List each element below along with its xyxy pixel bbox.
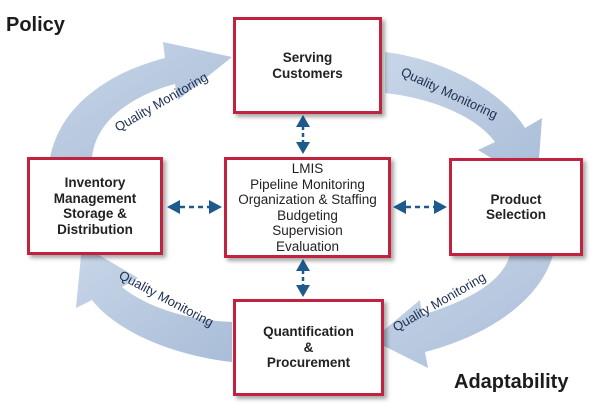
box-inventory-line-1: Inventory — [64, 175, 126, 190]
box-product-selection: Product Selection — [449, 158, 583, 256]
box-inventory-line-2: Management — [53, 190, 137, 206]
cycle-arrow-top-left — [50, 42, 232, 158]
box-quantification-procurement: Quantification & Procurement — [233, 299, 384, 396]
connector-left — [167, 200, 222, 214]
box-center-functions: LMIS Pipeline Monitoring Organization & … — [224, 157, 391, 258]
box-product-line-2: Selection — [485, 207, 547, 222]
cycle-arrow-bottom-left — [76, 245, 232, 362]
box-quant-line-2: & — [303, 339, 314, 355]
box-inventory-management: Inventory Management Storage & Distribut… — [27, 157, 163, 255]
center-item-budgeting: Budgeting — [277, 207, 338, 223]
box-quant-line-3: Procurement — [266, 355, 351, 371]
policy-label: Policy — [6, 14, 65, 36]
connector-bottom — [296, 259, 310, 297]
center-item-supervision: Supervision — [272, 223, 343, 238]
cycle-arrow-bottom-right — [372, 255, 553, 368]
center-item-evaluation: Evaluation — [275, 238, 340, 254]
box-inventory-line-4: Distribution — [57, 221, 133, 237]
box-serving-line-1: Serving — [282, 50, 333, 65]
adaptability-label: Adaptability — [454, 371, 569, 393]
center-item-organization: Organization & Staffing — [238, 192, 377, 207]
box-inventory-line-3: Storage & — [63, 206, 127, 221]
box-product-line-1: Product — [490, 191, 542, 207]
cycle-arrow-top-right — [385, 52, 542, 186]
box-serving-customers: Serving Customers — [233, 17, 382, 114]
center-item-pipeline: Pipeline Monitoring — [250, 176, 365, 192]
box-serving-line-2: Customers — [272, 65, 343, 81]
connector-right — [393, 200, 447, 214]
center-item-lmis: LMIS — [291, 161, 324, 176]
connector-top — [296, 115, 310, 154]
box-quant-line-1: Quantification — [263, 324, 354, 340]
